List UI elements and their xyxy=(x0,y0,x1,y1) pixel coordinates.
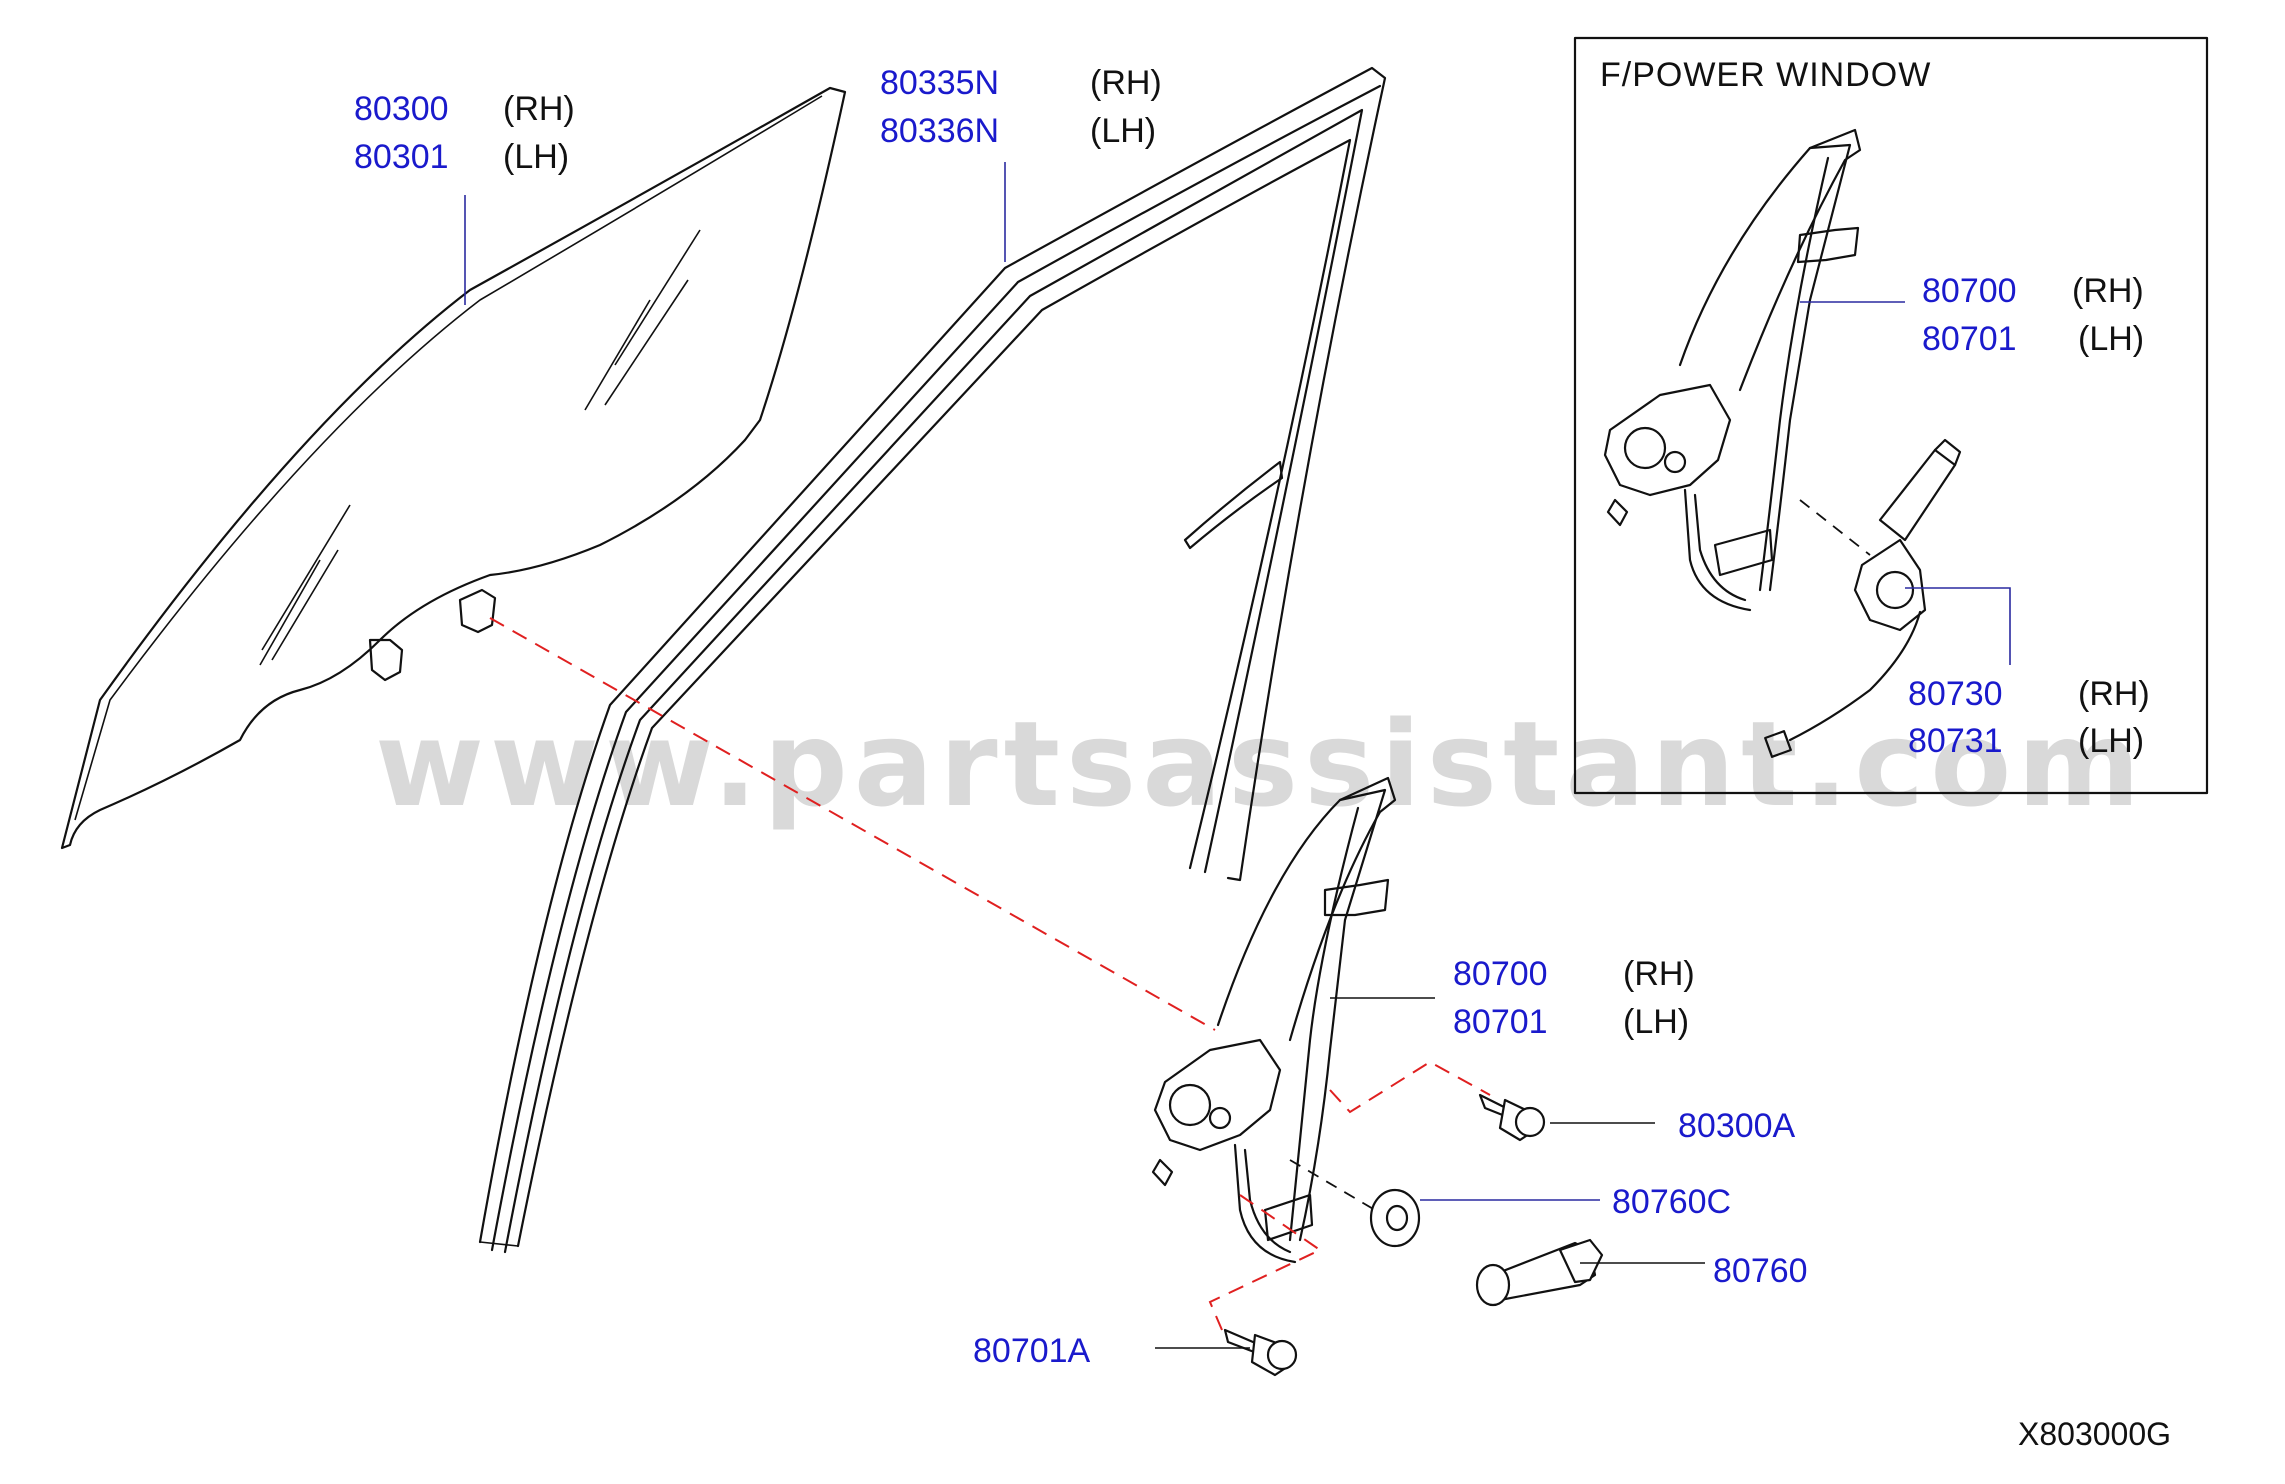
inset-title: F/POWER WINDOW xyxy=(1600,56,1931,94)
callout-80301-side: (LH) xyxy=(503,138,569,176)
door-glass-illustration xyxy=(60,86,847,850)
drawing-code: X803000G xyxy=(2018,1416,2171,1452)
callout-80701-side: (LH) xyxy=(1623,1003,1689,1041)
callout-80300a-part-number[interactable]: 80300A xyxy=(1678,1107,1796,1145)
inset-callout-80731-side: (LH) xyxy=(2078,722,2144,760)
callout-80701a-part-number[interactable]: 80701A xyxy=(973,1332,1091,1370)
callout-80700-side: (RH) xyxy=(1623,955,1695,993)
inset-callout-80701-side: (LH) xyxy=(2078,320,2144,358)
callout-80301-part-number[interactable]: 80301 xyxy=(354,138,449,176)
inset-callout-80700-part-number[interactable]: 80700 xyxy=(1922,272,2017,310)
power-window-inset-frame xyxy=(1573,36,2209,795)
bolt-80300a-illustration xyxy=(1478,1093,1546,1142)
inset-callout-80701-part-number[interactable]: 80701 xyxy=(1922,320,2017,358)
inset-callout-80700-side: (RH) xyxy=(2072,272,2144,310)
callout-80701-part-number[interactable]: 80701 xyxy=(1453,1003,1548,1041)
handle-80760-illustration xyxy=(1475,1238,1604,1307)
power-window-motor-illustration xyxy=(1764,438,1962,758)
callout-80300-part-number[interactable]: 80300 xyxy=(354,90,449,128)
bolt-80701a-illustration xyxy=(1223,1328,1298,1377)
callout-80335n-part-number[interactable]: 80335N xyxy=(880,64,999,102)
inset-callout-80730-part-number[interactable]: 80730 xyxy=(1908,675,2003,713)
glass-run-channel-illustration xyxy=(478,66,1387,1254)
watermark: www.partsassistant.com xyxy=(375,695,2146,833)
callout-80336n-part-number[interactable]: 80336N xyxy=(880,112,999,150)
inset-callout-80731-part-number[interactable]: 80731 xyxy=(1908,722,2003,760)
callout-80336n-side: (LH) xyxy=(1090,112,1156,150)
inset-callout-80730-side: (RH) xyxy=(2078,675,2150,713)
window-regulator-illustration xyxy=(1151,776,1397,1264)
callout-80300-side: (RH) xyxy=(503,90,575,128)
callout-80760-part-number[interactable]: 80760 xyxy=(1713,1252,1808,1290)
leader-lines xyxy=(464,162,2011,1349)
callout-80760c-part-number[interactable]: 80760C xyxy=(1612,1183,1731,1221)
washer-80760c-illustration xyxy=(1369,1188,1421,1248)
callout-80700-part-number[interactable]: 80700 xyxy=(1453,955,1548,993)
guide-lines xyxy=(489,617,1491,1331)
power-window-regulator-illustration xyxy=(1603,128,1871,612)
callout-80335n-side: (RH) xyxy=(1090,64,1162,102)
